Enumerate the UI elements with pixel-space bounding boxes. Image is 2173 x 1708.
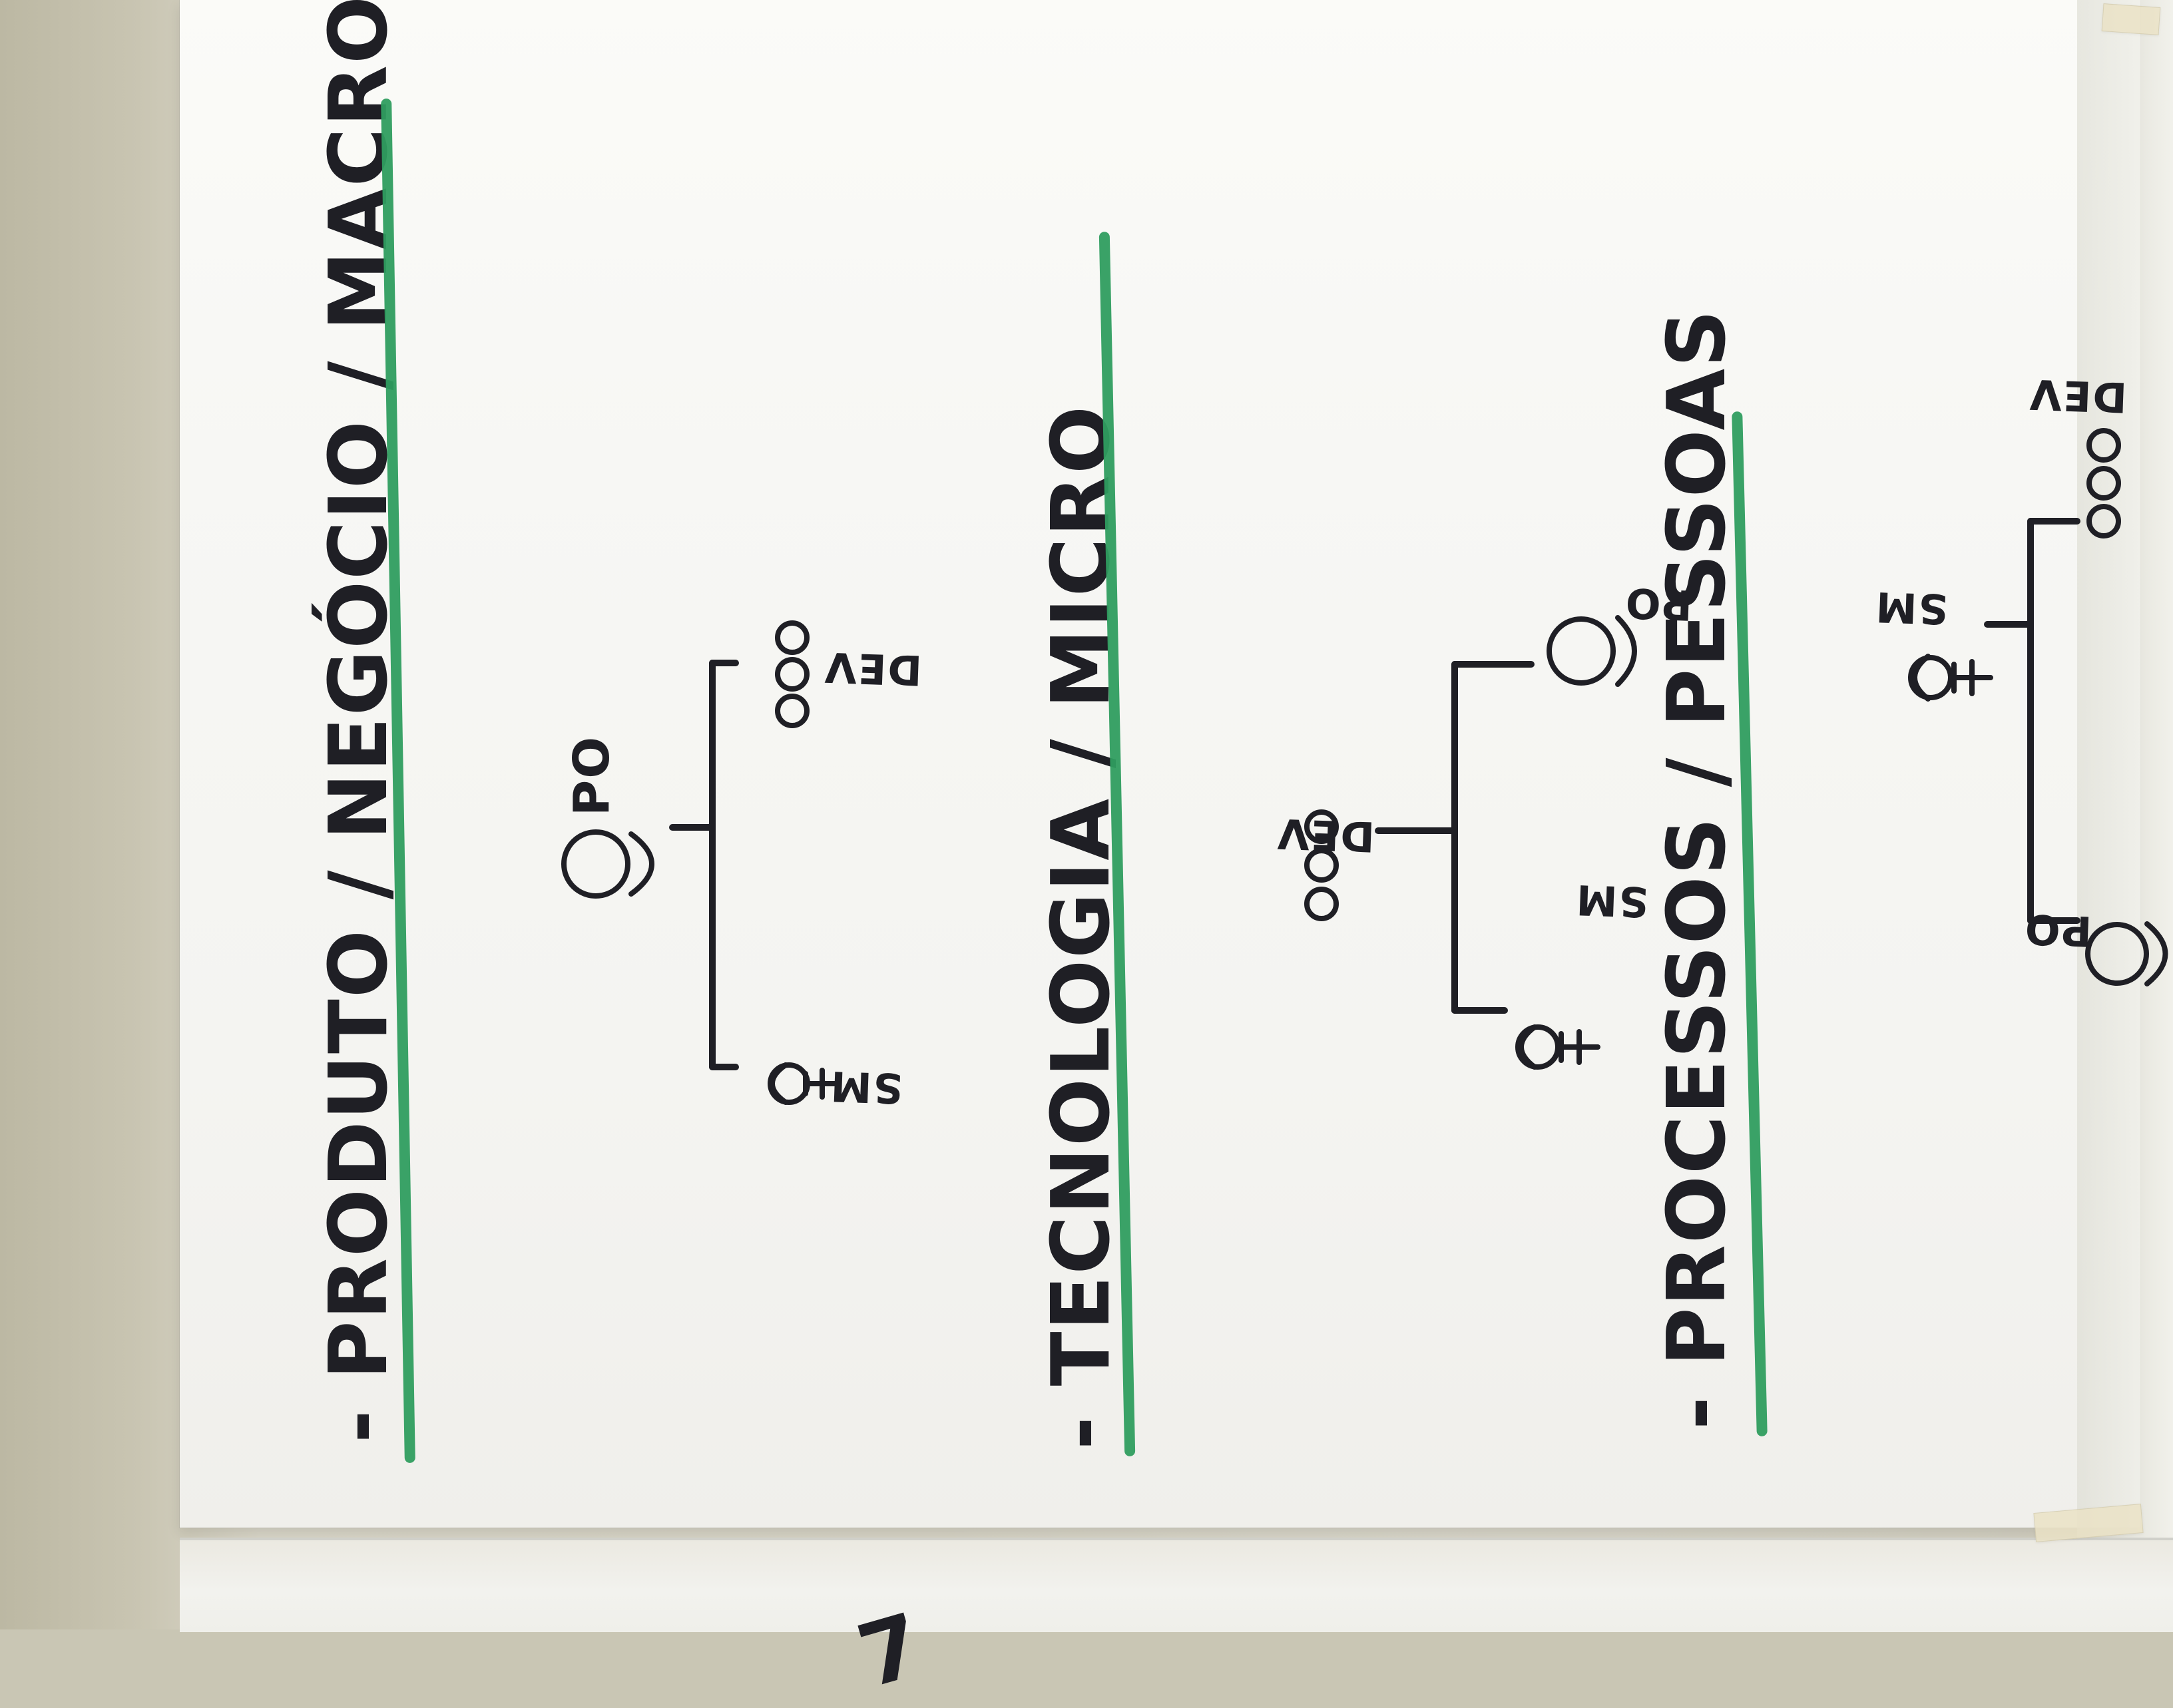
dev-icons-section1 (775, 620, 810, 728)
sm-icon-section1 (768, 1062, 838, 1105)
flipchart-sheet (180, 0, 2140, 1528)
dev-icons-section2 (1304, 809, 1339, 921)
lower-paper-edge (180, 1538, 2173, 1632)
hand-drawn-diagram-lines (561, 428, 2168, 1105)
po-icon-section3 (2085, 921, 2168, 986)
sm-icon-section3 (1908, 654, 1993, 702)
po-icon-section2 (1547, 615, 1637, 687)
dev-icons-section3 (2086, 428, 2121, 538)
right-paper-edge (2077, 0, 2173, 1629)
po-icon-section1 (561, 829, 654, 899)
sm-icon-section2 (1515, 1024, 1600, 1070)
rotated-flipchart-content: - PRODUTO / NEGÓCIO / MACRO PO SM DEV - … (313, 0, 2168, 1463)
